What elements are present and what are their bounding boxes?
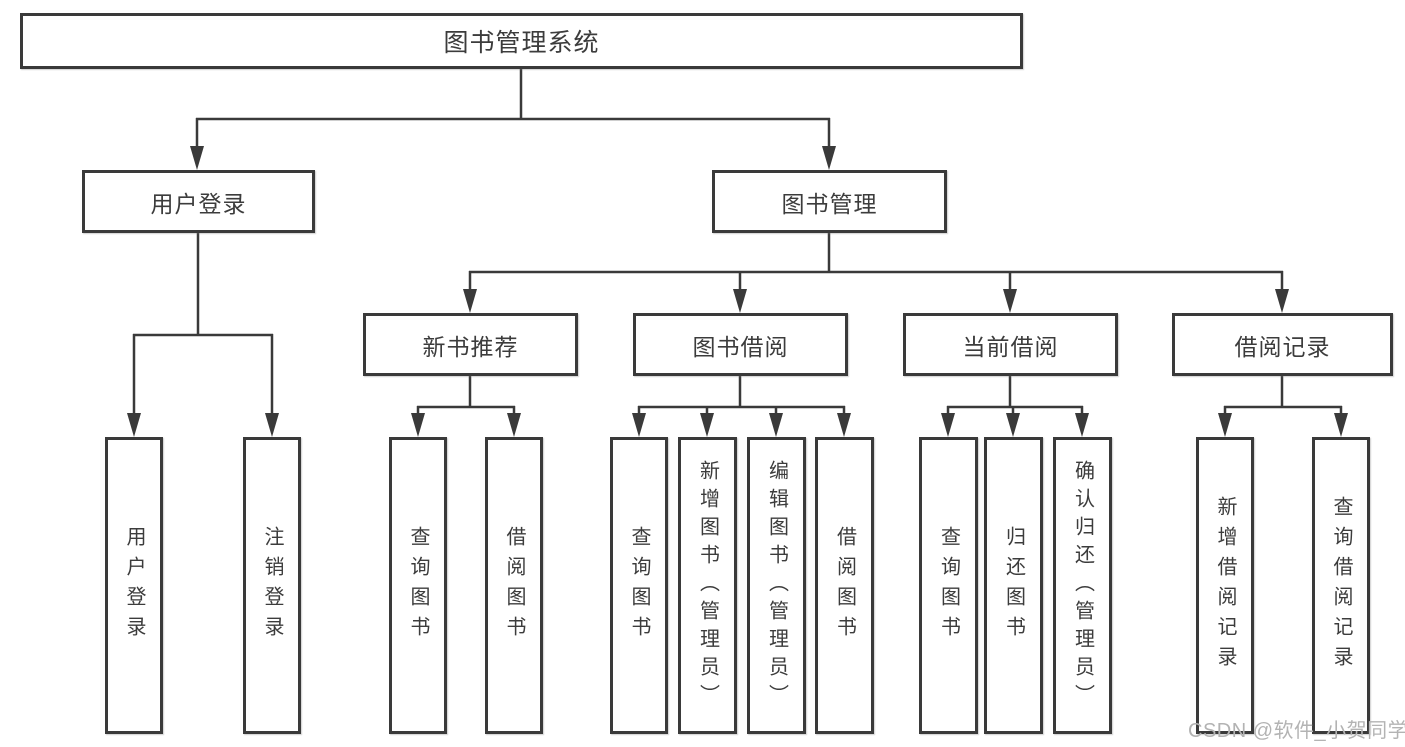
leaf-confirm-return-admin: 确认归还（管理员）: [1053, 437, 1112, 734]
node-book-management-label: 图书管理: [781, 190, 878, 217]
leaf-logout: 注销登录: [243, 437, 301, 734]
leaf-query-books-1: 查询图书: [389, 437, 447, 734]
leaf-query-borrow-record-label: 查询借阅记录: [1330, 495, 1352, 676]
leaf-add-borrow-record: 新增借阅记录: [1196, 437, 1254, 734]
leaf-query-books-2-label: 查询图书: [628, 525, 650, 646]
node-library-system: 图书管理系统: [20, 13, 1023, 69]
node-new-book-recommend-label: 新书推荐: [422, 333, 519, 360]
leaf-borrow-books-2-label: 借阅图书: [833, 525, 856, 646]
csdn-watermark: CSDN @软件_小贺同学: [1188, 720, 1405, 742]
leaf-edit-books-admin-label: 编辑图书（管理员）: [765, 459, 788, 712]
leaf-query-books-3-label: 查询图书: [937, 525, 960, 646]
leaf-user-login: 用户登录: [105, 437, 163, 734]
node-current-borrow: 当前借阅: [903, 313, 1118, 376]
leaf-return-books: 归还图书: [984, 437, 1043, 734]
node-user-login: 用户登录: [82, 170, 315, 233]
node-new-book-recommend: 新书推荐: [363, 313, 578, 376]
leaf-query-books-1-label: 查询图书: [407, 525, 429, 646]
node-book-borrow-label: 图书借阅: [692, 333, 789, 360]
leaf-add-books-admin: 新增图书（管理员）: [678, 437, 737, 734]
leaf-logout-label: 注销登录: [261, 525, 283, 646]
leaf-query-borrow-record: 查询借阅记录: [1312, 437, 1370, 734]
leaf-borrow-books-1-label: 借阅图书: [503, 525, 525, 646]
leaf-confirm-return-admin-label: 确认归还（管理员）: [1071, 459, 1094, 712]
node-borrow-records: 借阅记录: [1172, 313, 1393, 376]
node-user-login-label: 用户登录: [150, 190, 247, 217]
node-book-borrow: 图书借阅: [633, 313, 848, 376]
leaf-query-books-3: 查询图书: [919, 437, 978, 734]
leaf-edit-books-admin: 编辑图书（管理员）: [747, 437, 806, 734]
leaf-borrow-books-2: 借阅图书: [815, 437, 874, 734]
leaf-borrow-books-1: 借阅图书: [485, 437, 543, 734]
node-current-borrow-label: 当前借阅: [962, 333, 1059, 360]
leaf-return-books-label: 归还图书: [1002, 525, 1025, 646]
node-borrow-records-label: 借阅记录: [1234, 333, 1331, 360]
node-book-management: 图书管理: [712, 170, 947, 233]
leaf-add-books-admin-label: 新增图书（管理员）: [696, 459, 719, 712]
leaf-user-login-label: 用户登录: [123, 525, 145, 646]
node-library-system-label: 图书管理系统: [443, 29, 600, 57]
leaf-add-borrow-record-label: 新增借阅记录: [1214, 495, 1236, 676]
leaf-query-books-2: 查询图书: [610, 437, 668, 734]
